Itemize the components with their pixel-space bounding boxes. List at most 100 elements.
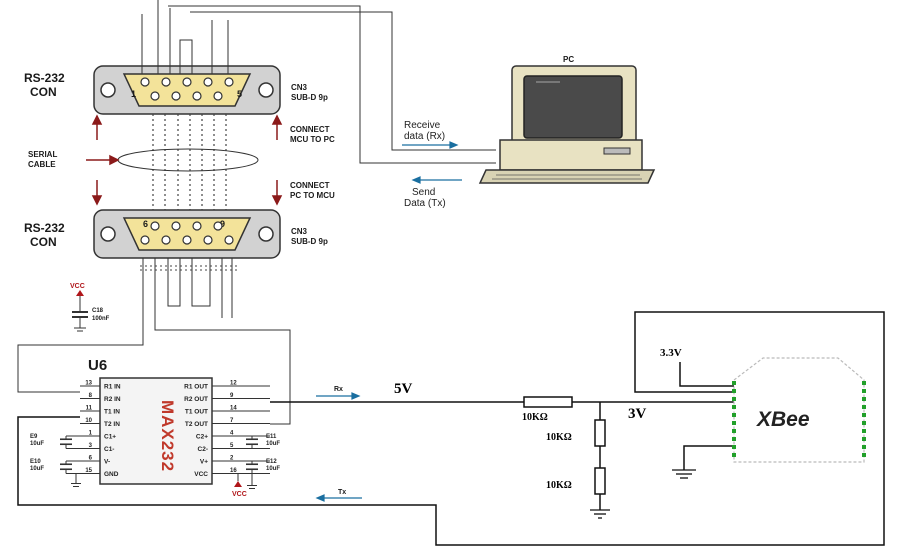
cable-wires [141,0,496,164]
xbee-pins [732,381,866,457]
monitor-screen [523,75,623,139]
ic-pin-number: 1 [89,431,93,437]
xbee-pin [732,397,736,401]
serial-cable-label: SERIAL [28,150,57,159]
ic-pin-name: C1- [104,446,114,453]
cap-value: 100nF [92,316,110,322]
xbee-outline [733,357,865,463]
db9-pin [192,91,202,101]
ic-pin-number: 11 [86,406,93,412]
db9-pin [224,235,234,245]
xbee-pin [862,429,866,433]
send-label: Send [412,187,435,198]
ic-pin-name: C1+ [104,434,116,441]
db9-pin [182,235,192,245]
chip-part-number: MAX232 [158,400,177,472]
pin-label-left: 6 [143,219,148,229]
xbee-pin [732,405,736,409]
wire [179,39,193,74]
serial-cable-label: CABLE [28,160,56,169]
ic-pin-name: V- [104,459,110,466]
ic-pin-number: 8 [89,393,93,399]
ic-pin-name: GND [104,471,119,478]
ic-pin-number: 3 [89,443,93,449]
db9-pin [161,235,171,245]
mount-hole [258,226,274,242]
ground-symbol [590,509,610,519]
xbee-pin [862,421,866,425]
xbee-pin [732,389,736,393]
db9-pin [192,221,202,231]
connector-type: CN3 [291,83,308,92]
ic-pin-name: R2 IN [104,396,121,403]
connector-type: SUB-D 9p [291,237,328,246]
ic-pin-number: 5 [230,443,234,449]
cap-value: 10uF [266,466,280,472]
ic-pin-number: 7 [230,418,234,424]
ic-pin-name: T1 OUT [185,409,208,416]
vcc-arrow [234,481,242,487]
resistor-value: 10KΩ [546,432,572,443]
rx-wire [270,401,734,510]
ground-symbol [672,469,696,479]
serial-cable-lines [152,114,227,210]
db9-pin [150,221,160,231]
voltage-33v-label: 3.3V [660,347,682,359]
xbee-pin [862,445,866,449]
cap-ref: E12 [266,459,277,465]
top-rs232-connector: 1 5 [93,65,281,115]
resistor-divider-lower [594,467,606,495]
ic-pin-name: VCC [194,471,208,478]
xbee-pin [732,437,736,441]
wire-to-pc [168,5,496,164]
ground-symbol [71,483,81,487]
connector-type: SUB-D 9p [291,93,328,102]
pc-to-mcu-label: CONNECT [290,181,330,190]
pc-label: PC [563,55,574,64]
mcu-side-dotted [140,265,240,271]
db9-pin [171,91,181,101]
ic-pin-name: C2- [198,446,208,453]
send-label: Data (Tx) [404,198,446,209]
db9-pin [213,91,223,101]
db9-pin [203,235,213,245]
db9-pin [140,235,150,245]
ic-pin-number: 14 [230,406,237,412]
connector-title: CON [30,85,57,99]
cap-ref: E10 [30,459,41,465]
ic-pin-number: 10 [85,418,92,424]
xbee-power-wires [679,362,734,470]
xbee-pin [732,429,736,433]
voltage-5v-label: 5V [394,381,413,397]
tx-return-wire [17,311,885,546]
resistor-value: 10KΩ [546,480,572,491]
ic-pin-number: 9 [230,393,234,399]
ic-pin-name: V+ [200,459,208,466]
ground-symbol [247,473,257,489]
mcu-side-wires [17,258,291,425]
receive-label: data (Rx) [404,131,445,142]
pc-illustration [478,65,656,184]
mcu-to-pc-label: MCU TO PC [290,135,335,144]
ic-pin-number: 15 [85,468,92,474]
xbee-label: XBee [756,408,810,431]
bottom-rs232-connector: 6 9 [93,209,281,259]
disk-drive [603,147,631,155]
mcu-to-pc-label: CONNECT [290,125,330,134]
wire-to-pc [190,11,496,151]
rx-label: Rx [334,386,343,393]
mount-hole [100,226,116,242]
db9-pin [161,77,171,87]
connector-title: RS-232 [24,71,65,85]
ic-pin-name: T2 IN [104,421,120,428]
xbee-pin [862,381,866,385]
signal-arrows [315,392,362,502]
xbee-pin [732,453,736,457]
db9-pin [203,77,213,87]
xbee-pin [732,381,736,385]
xbee-pin [862,453,866,457]
xbee-module [732,357,866,463]
